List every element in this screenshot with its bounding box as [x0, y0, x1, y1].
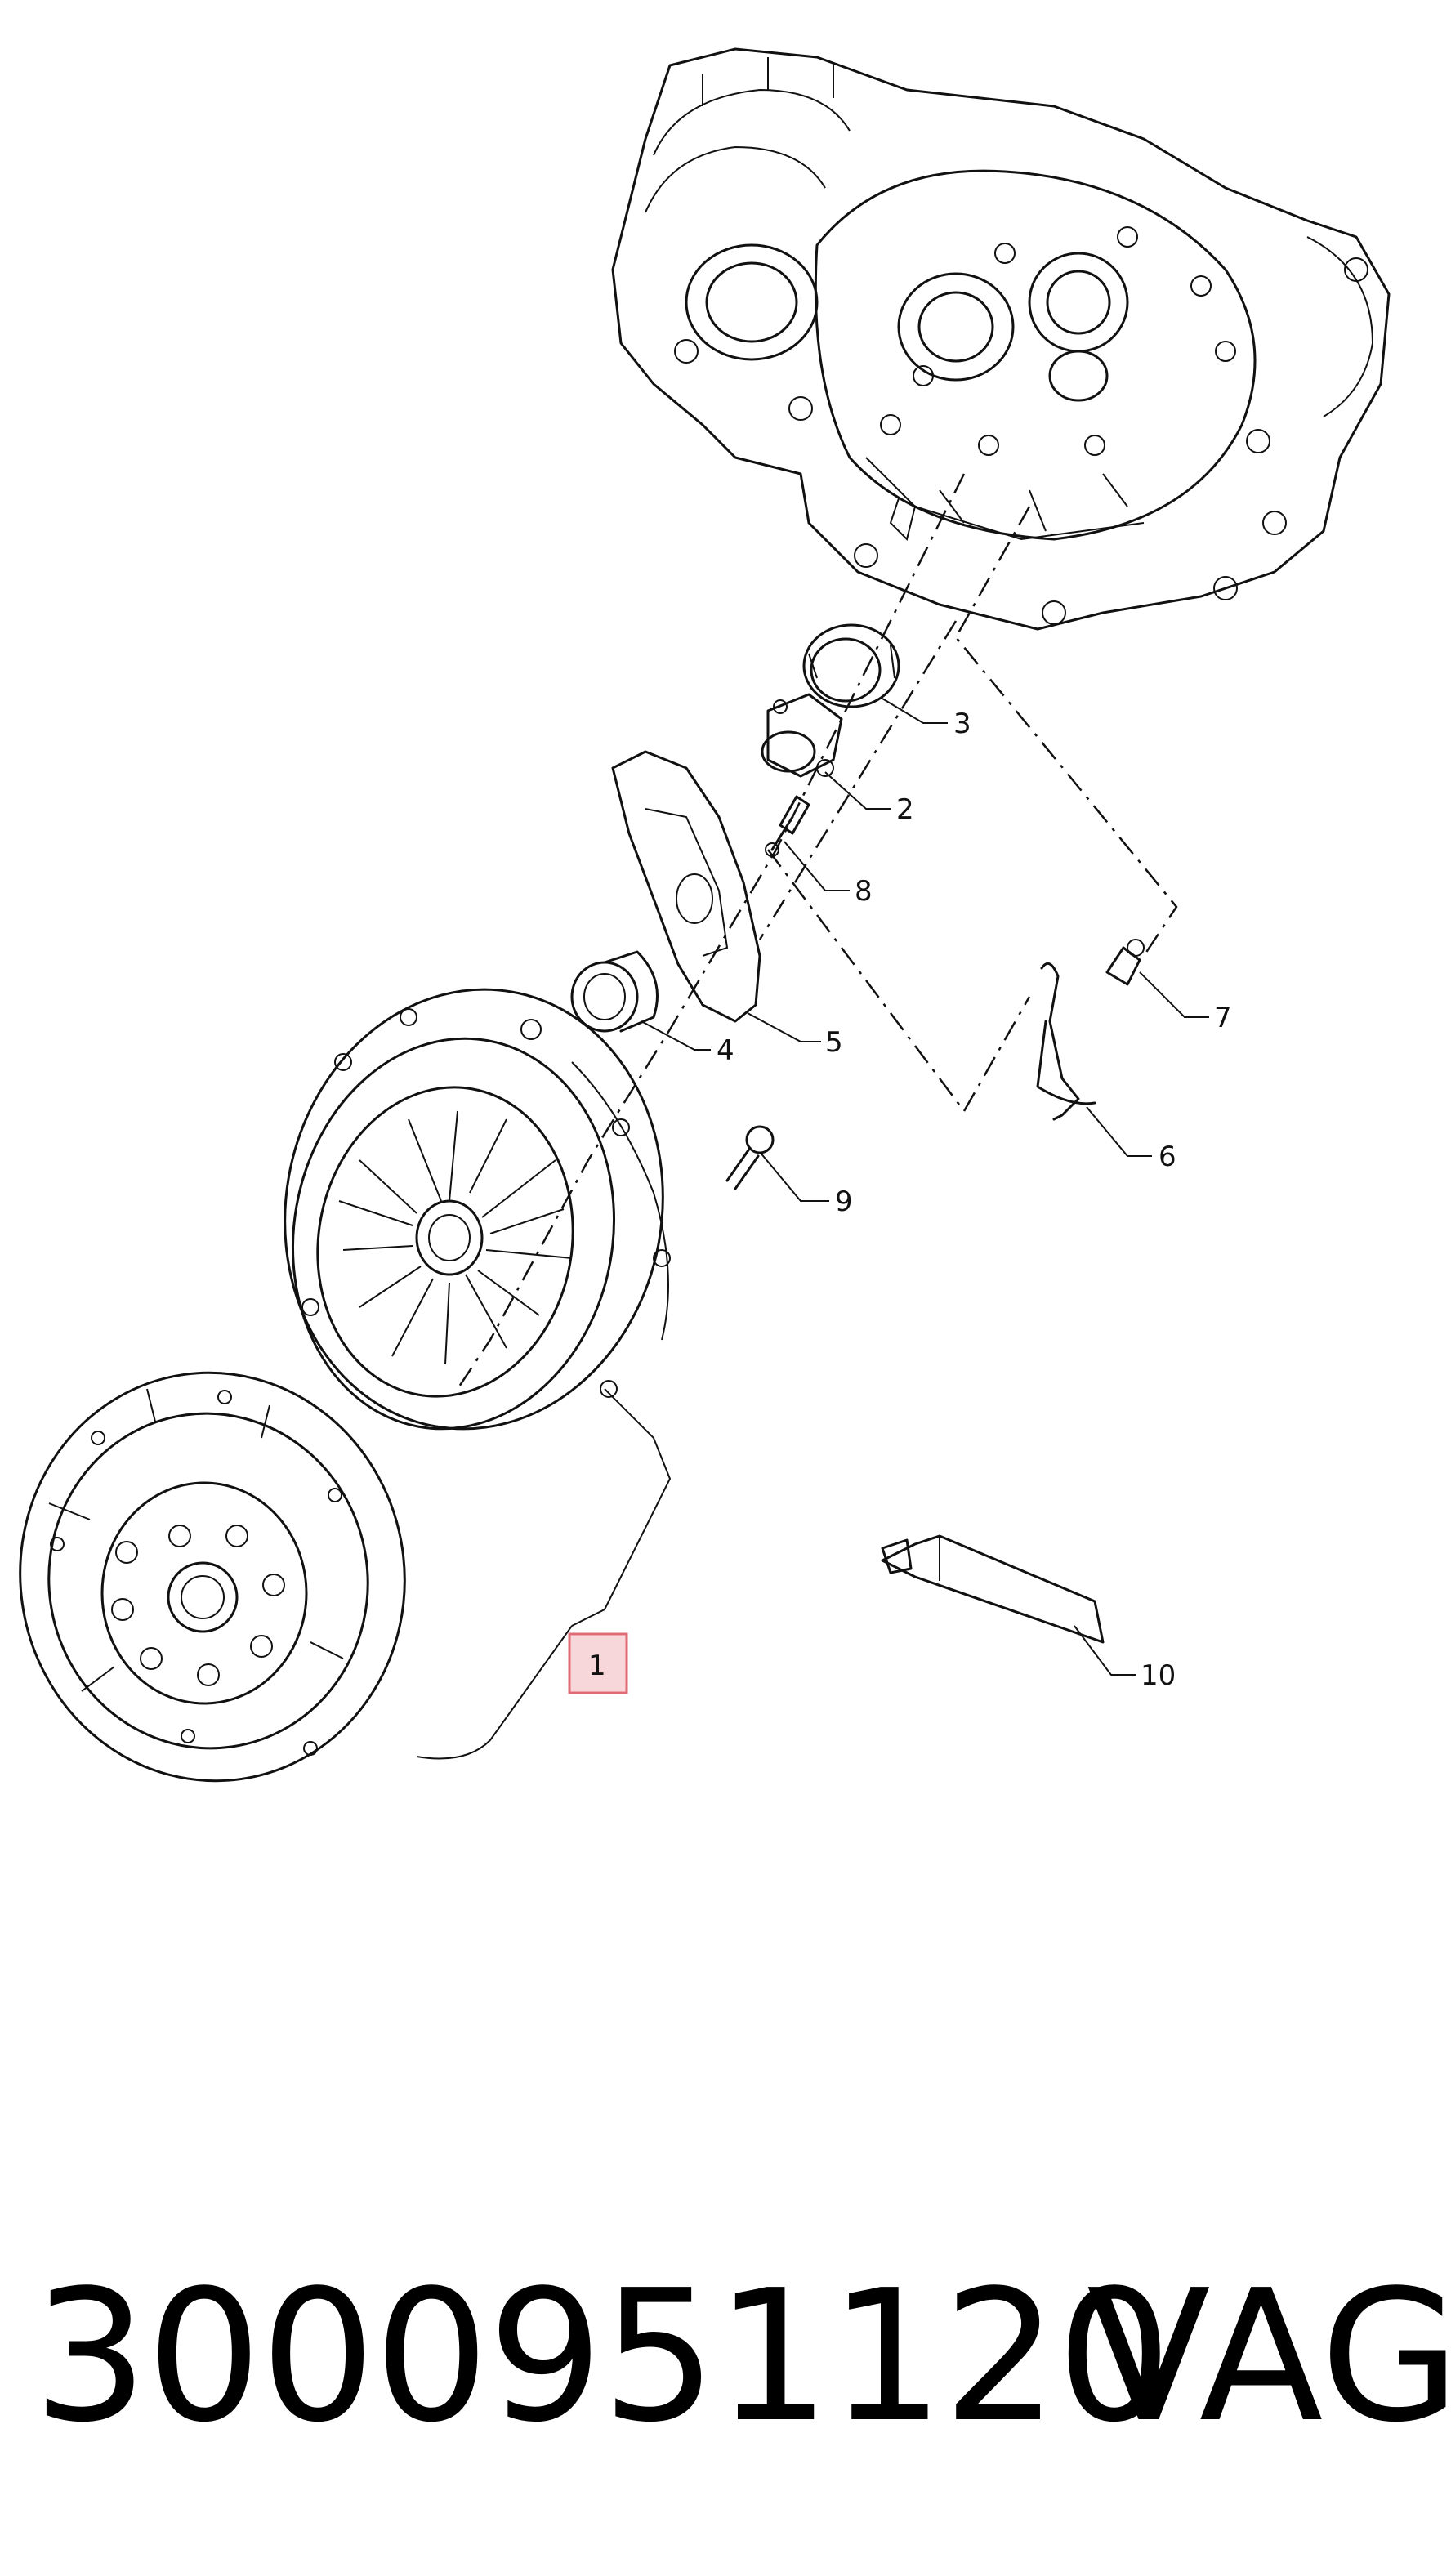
brand-name: VAG — [1087, 2252, 1451, 2462]
part-9-bolt — [726, 1125, 775, 1190]
callout-10: 10 — [1141, 1659, 1176, 1692]
part-6-spring-clip — [1036, 962, 1096, 1121]
assembly-axis-line-4 — [767, 849, 1031, 1114]
exploded-clutch-diagram: 1 2 3 4 5 6 7 8 9 10 — [19, 47, 1391, 1783]
assembly-axis-line-3 — [954, 506, 1178, 957]
callout-7: 7 — [1214, 1002, 1232, 1034]
callout-9: 9 — [835, 1185, 853, 1218]
callout-3: 3 — [953, 708, 971, 740]
pressure-plate — [284, 988, 671, 1431]
part-10-grease-tube — [881, 1534, 1105, 1644]
clutch-disc — [19, 1371, 406, 1783]
part-4-release-bearing — [570, 950, 659, 1033]
callout-2: 2 — [896, 793, 914, 826]
callout-6: 6 — [1159, 1141, 1176, 1173]
callout-4: 4 — [717, 1034, 734, 1067]
part-8-bolt — [765, 795, 810, 857]
part-number: 3000951120 — [33, 2252, 1172, 2462]
assembly-axis-line — [456, 473, 966, 1390]
callout-1: 1 — [588, 1650, 606, 1682]
callout-8: 8 — [855, 875, 873, 908]
footer: 3000951120 VAG — [0, 2255, 1451, 2459]
callout-1-highlight — [568, 1632, 628, 1694]
part-5-release-lever — [611, 750, 761, 1023]
gearbox-housing — [611, 47, 1391, 631]
leader-lines — [416, 698, 1209, 1760]
part-7-bleed-screw — [1105, 939, 1145, 986]
part-3-seal-ring — [802, 623, 900, 708]
callout-5: 5 — [825, 1026, 843, 1059]
part-2-release-cylinder — [761, 693, 843, 778]
